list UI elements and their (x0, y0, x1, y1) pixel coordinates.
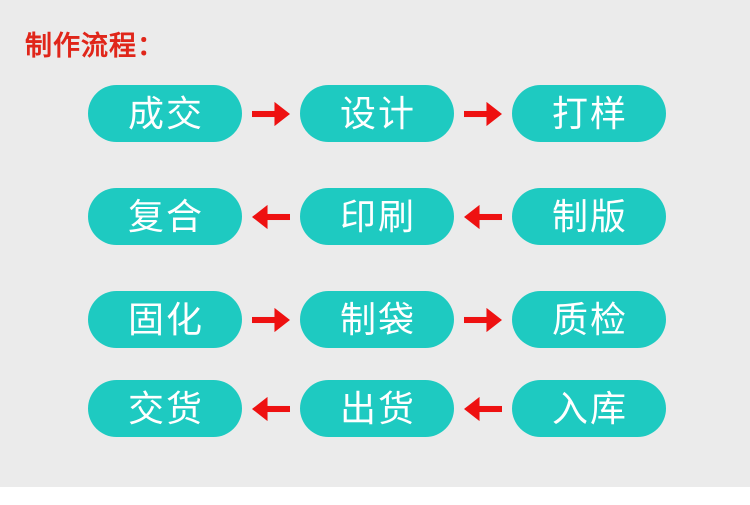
flow-step-guhua: 固化 (88, 291, 242, 348)
arrow-left-icon (454, 188, 512, 245)
arrow-left-icon (454, 380, 512, 437)
arrow-left-icon (242, 380, 300, 437)
arrow-left-icon (242, 188, 300, 245)
arrow-right-icon (454, 291, 512, 348)
flow-step-dayang: 打样 (512, 85, 666, 142)
flow-step-fuhe: 复合 (88, 188, 242, 245)
flow-step-zhijian: 质检 (512, 291, 666, 348)
page-title: 制作流程： (25, 31, 165, 61)
arrow-right-icon (242, 85, 300, 142)
flow-step-yinshua: 印刷 (300, 188, 454, 245)
flow-step-chuhuo: 出货 (300, 380, 454, 437)
flow-row-2: 复合 印刷 制版 (88, 188, 666, 245)
flow-step-chengjiao: 成交 (88, 85, 242, 142)
flow-step-sheji: 设计 (300, 85, 454, 142)
arrow-right-icon (242, 291, 300, 348)
flow-step-zhiban: 制版 (512, 188, 666, 245)
flow-row-4: 交货 出货 入库 (88, 380, 666, 437)
flow-row-3: 固化 制袋 质检 (88, 291, 666, 348)
flow-step-ruku: 入库 (512, 380, 666, 437)
footer-white-strip (0, 487, 750, 505)
flow-step-jiaohuo: 交货 (88, 380, 242, 437)
flow-step-zhidai: 制袋 (300, 291, 454, 348)
flow-row-1: 成交 设计 打样 (88, 85, 666, 142)
arrow-right-icon (454, 85, 512, 142)
